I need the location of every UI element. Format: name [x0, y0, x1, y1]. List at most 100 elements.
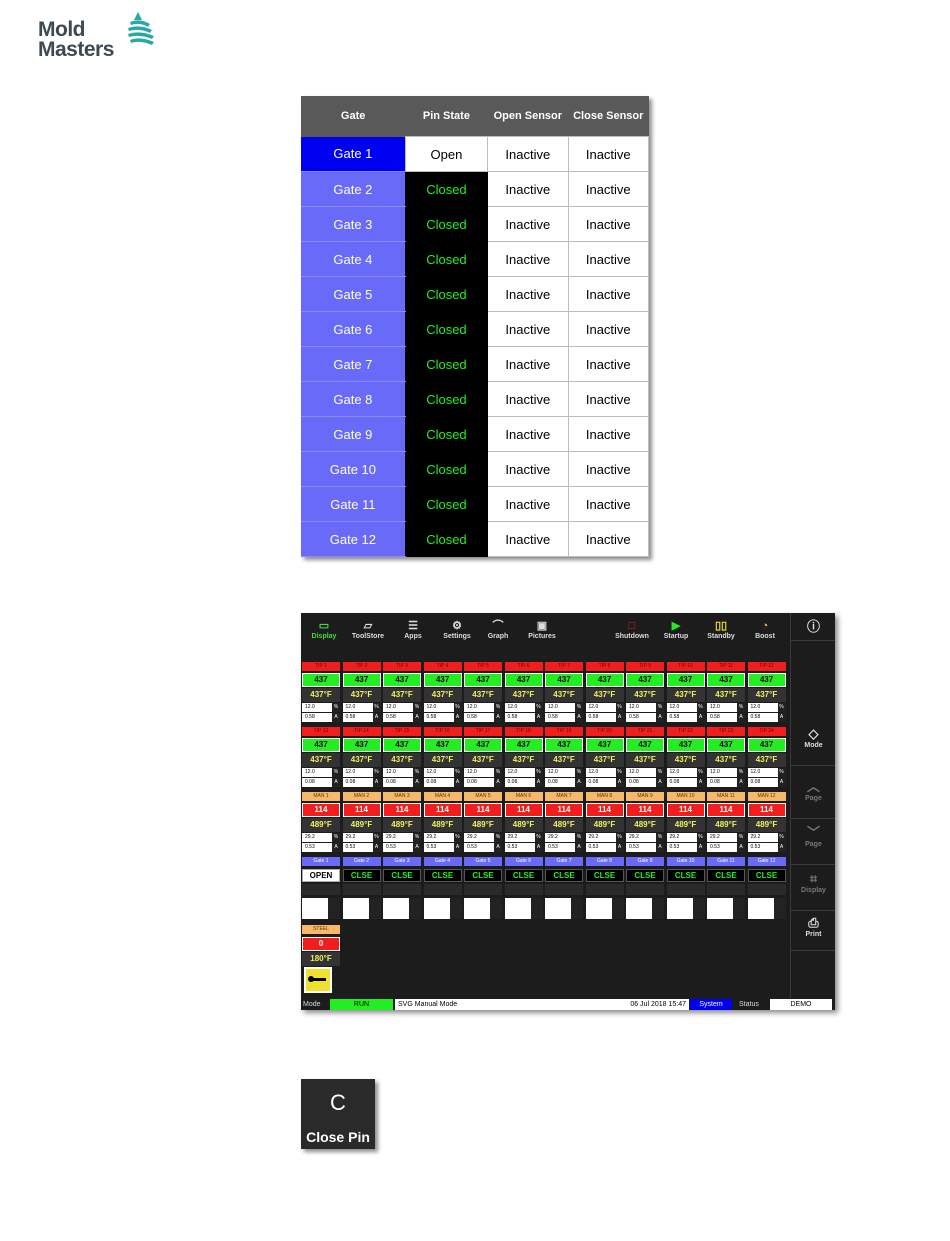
percent-unit: % — [777, 703, 786, 712]
close-pin-button[interactable]: C Close Pin — [301, 1079, 375, 1149]
pin-state-cell: Closed — [404, 206, 489, 242]
gate-zone-label: Gate 8 — [585, 857, 624, 866]
amp-value: 0.58 — [426, 714, 437, 720]
percent-value: 12.0 — [467, 769, 477, 775]
toolbar-graph-button[interactable]: ⌒Graph — [475, 619, 521, 640]
pin-state-cell: Closed — [404, 521, 489, 557]
zone-temperature: 489°F — [747, 818, 786, 832]
toolbar-boost-button[interactable]: ◔Boost — [742, 619, 788, 640]
side-page-button[interactable]: ︿Page — [791, 773, 835, 819]
gate-name-cell[interactable]: Gate 10 — [301, 451, 406, 487]
amp-value: 0.58 — [305, 714, 315, 720]
close-sensor-cell: Inactive — [567, 381, 650, 417]
amp-unit: A — [696, 843, 705, 852]
amp-value: 0.53 — [467, 844, 477, 850]
close-sensor-cell: Inactive — [567, 346, 650, 382]
gate-name-cell[interactable]: Gate 4 — [301, 241, 406, 277]
percent-value: 29.2 — [507, 834, 518, 840]
gate-name-cell[interactable]: Gate 7 — [301, 346, 406, 382]
zone-label: TIP 19 — [545, 727, 583, 736]
zone-temperature: 437°F — [626, 688, 664, 702]
zone-setpoint: 437 — [747, 673, 786, 687]
zone-label: TIP 21 — [626, 727, 664, 736]
side-mode-button[interactable]: ◇Mode — [791, 720, 835, 766]
picture-icon: ▣ — [536, 620, 548, 632]
mode-label: Mode — [303, 1001, 321, 1008]
gate-name-cell[interactable]: Gate 12 — [301, 521, 406, 557]
percent-unit: % — [332, 703, 340, 712]
gate-name-cell[interactable]: Gate 5 — [301, 276, 406, 312]
zone-setpoint: 437 — [626, 673, 664, 687]
zone-label: TIP 22 — [666, 727, 705, 736]
amp-value: 0.53 — [588, 844, 599, 850]
zone-temperature: 437°F — [464, 688, 502, 702]
zone-temperature: 489°F — [302, 818, 340, 832]
zone-label: TIP 1 — [302, 662, 340, 671]
side-button-label: Print — [805, 931, 822, 938]
zone-label: TIP 17 — [464, 727, 502, 736]
zone-setpoint: 114 — [545, 803, 583, 817]
toolbar-apps-button[interactable]: ☰Apps — [390, 619, 436, 640]
side-page-button[interactable]: ﹀Page — [791, 819, 835, 865]
zone-setpoint: 114 — [423, 803, 462, 817]
system-button[interactable]: System — [690, 999, 732, 1010]
gate-name-cell[interactable]: Gate 1 — [301, 136, 406, 172]
logo-mark-icon — [128, 12, 154, 45]
gate-status-block — [626, 884, 664, 895]
gate-status-block — [342, 884, 381, 895]
status-label: Status — [739, 1001, 759, 1008]
gate-name-cell[interactable]: Gate 6 — [301, 311, 406, 347]
amp-value: 0.58 — [669, 714, 680, 720]
gate-name-cell[interactable]: Gate 11 — [301, 486, 406, 522]
percent-unit: % — [534, 703, 543, 712]
gate-name-cell[interactable]: Gate 8 — [301, 381, 406, 417]
pin-state-cell: Closed — [404, 276, 489, 312]
toolbar: ▭Display▱ToolStore☰Apps⚙Settings⌒Graph▣P… — [301, 613, 789, 653]
gate-name-cell[interactable]: Gate 2 — [301, 171, 406, 207]
zone-label: TIP 15 — [383, 727, 421, 736]
zone-percent: 12.0% — [302, 703, 340, 712]
open-sensor-cell: Inactive — [487, 451, 569, 487]
toolbar-shutdown-button[interactable]: □Shutdown — [609, 619, 655, 640]
zone-setpoint: 437 — [585, 738, 624, 752]
gate-sensor-indicator — [409, 898, 421, 919]
side-display-button[interactable]: ⌗Display — [791, 865, 835, 911]
toolbar-display-button[interactable]: ▭Display — [301, 619, 347, 640]
percent-unit: % — [372, 703, 381, 712]
pin-state-cell: Closed — [404, 381, 489, 417]
gate-sensor-box — [626, 898, 664, 919]
zone-setpoint: 114 — [302, 803, 340, 817]
toolbar-startup-button[interactable]: ▶Startup — [653, 619, 699, 640]
side-info-button[interactable]: ⓘ — [791, 613, 835, 641]
zone-percent: 29.2% — [585, 833, 624, 842]
toolbar-toolstore-button[interactable]: ▱ToolStore — [345, 619, 391, 640]
toolbar-settings-button[interactable]: ⚙Settings — [434, 619, 480, 640]
zone-setpoint: 437 — [666, 738, 705, 752]
toolbar-standby-button[interactable]: ▯▯Standby — [698, 619, 744, 640]
amp-unit: A — [453, 713, 462, 722]
percent-unit: % — [615, 833, 624, 842]
gate-name-cell[interactable]: Gate 9 — [301, 416, 406, 452]
percent-value: 12.0 — [710, 704, 720, 710]
zone-label: TIP 14 — [342, 727, 381, 736]
side-print-button[interactable]: ⎙Print — [791, 909, 835, 951]
gate-name-cell[interactable]: Gate 3 — [301, 206, 406, 242]
close-sensor-cell: Inactive — [567, 241, 650, 277]
amp-value: 0.08 — [467, 779, 477, 785]
zone-percent: 12.0% — [464, 703, 502, 712]
percent-value: 12.0 — [345, 704, 356, 710]
toolbar-pictures-button[interactable]: ▣Pictures — [519, 619, 565, 640]
